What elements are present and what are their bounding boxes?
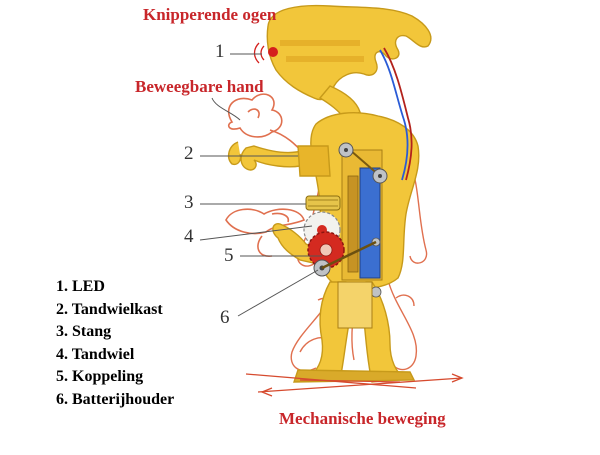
legend-item-led: 1. LED bbox=[56, 278, 105, 295]
legend-item-gear: 4. Tandwiel bbox=[56, 345, 135, 363]
legend-item-rod: 3. Stang bbox=[56, 323, 112, 341]
robot-body bbox=[227, 4, 432, 383]
legend-item-coupling: 5. Koppeling bbox=[56, 368, 144, 386]
title-movable-hand: Beweegbare hand bbox=[135, 77, 264, 96]
callout-number-1: 1 bbox=[215, 41, 225, 62]
callout-number-4: 4 bbox=[184, 226, 194, 247]
legend-item-battery-holder: 6. Batterijhouder bbox=[56, 390, 175, 408]
callout-lines bbox=[199, 53, 322, 317]
led-icon bbox=[253, 42, 278, 64]
legend-item-gearbox: 2. Tandwielkast bbox=[56, 300, 163, 318]
callout-number-3: 3 bbox=[184, 192, 194, 213]
callout-number-6: 6 bbox=[220, 307, 230, 328]
callout-number-5: 5 bbox=[224, 245, 234, 266]
mechanism bbox=[303, 142, 388, 329]
wires bbox=[379, 47, 413, 181]
title-mechanical-motion: Mechanische beweging bbox=[279, 409, 446, 428]
component-legend: 1. LED 2. Tandwielkast 3. Stang 4. Tandw… bbox=[56, 276, 174, 412]
title-blinking-eyes: Knipperende ogen bbox=[143, 5, 277, 24]
callout-number-2: 2 bbox=[184, 143, 194, 164]
motion-lines bbox=[245, 373, 464, 397]
